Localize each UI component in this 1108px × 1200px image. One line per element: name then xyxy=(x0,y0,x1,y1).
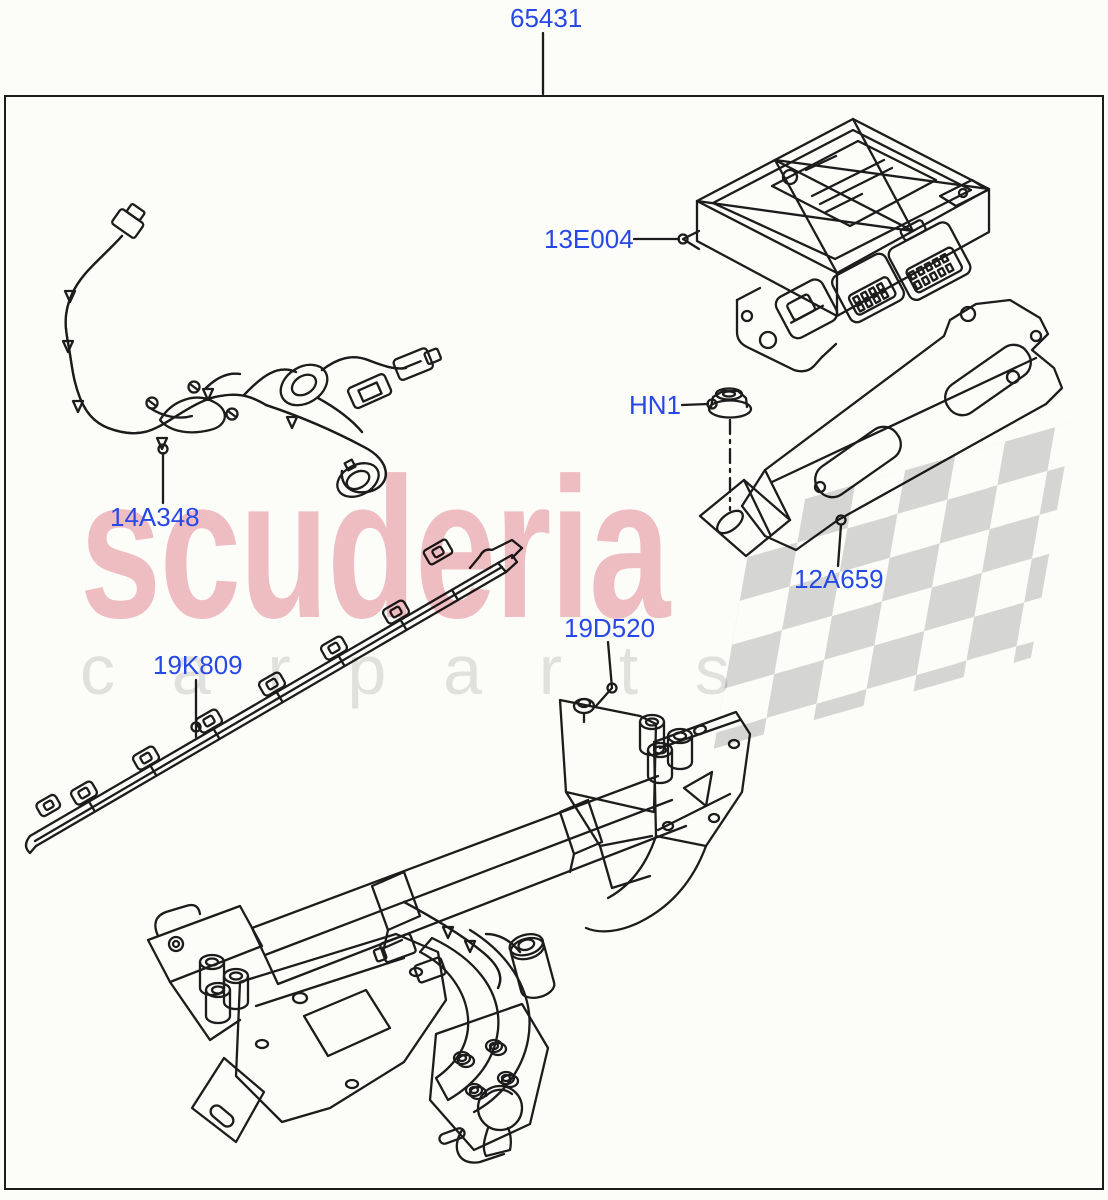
trim-strip-drawing xyxy=(24,538,524,855)
wiring-harness-drawing xyxy=(61,203,443,498)
part-label-nut[interactable]: HN1 xyxy=(629,390,682,420)
part-label-bracket[interactable]: 12A659 xyxy=(794,564,884,594)
part-label-wiring-harness[interactable]: 14A348 xyxy=(110,502,200,532)
diagram-border-frame xyxy=(4,95,1104,1190)
tow-bar-drawing xyxy=(146,697,752,1164)
control-module-drawing xyxy=(681,117,991,373)
part-label-assembly[interactable]: 65431 xyxy=(510,3,583,33)
leader-lines xyxy=(157,31,847,739)
part-label-tow-bar[interactable]: 19D520 xyxy=(564,613,656,643)
bracket-drawing xyxy=(698,298,1064,558)
part-label-control-module[interactable]: 13E004 xyxy=(544,224,634,254)
part-label-trim-strip[interactable]: 19K809 xyxy=(153,650,243,680)
